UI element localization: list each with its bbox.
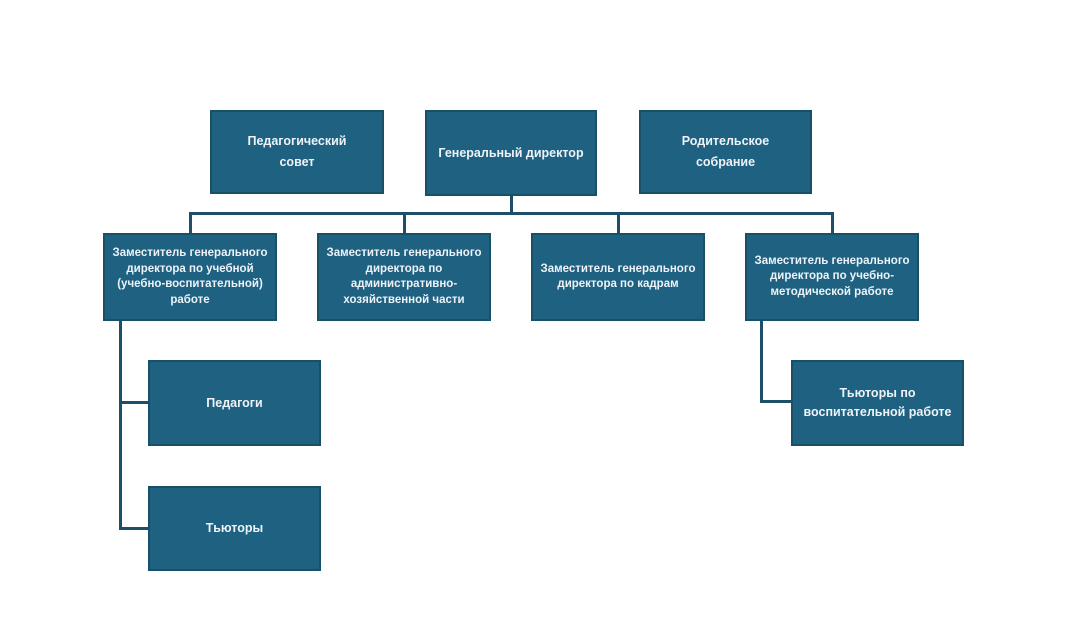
node-label: Заместитель генерального директора по уч… xyxy=(754,254,910,298)
connector-academic-branch-vertical xyxy=(118,321,122,530)
node-deputy-admin-maintenance[interactable]: Заместитель генерального директора по ад… xyxy=(317,233,491,321)
connector-drop-deputy-hr xyxy=(616,212,620,233)
node-tutors-upbringing[interactable]: Тьюторы по воспитательной работе xyxy=(791,360,964,446)
node-label: Тьюторы по воспитательной работе xyxy=(803,386,952,419)
node-parents-meeting[interactable]: Родительское собрание xyxy=(639,110,812,194)
node-general-director[interactable]: Генеральный директор xyxy=(425,110,597,196)
node-tutors[interactable]: Тьюторы xyxy=(148,486,321,571)
connector-stub-teachers xyxy=(118,400,149,404)
node-deputy-hr[interactable]: Заместитель генерального директора по ка… xyxy=(531,233,705,321)
connector-methodical-branch-vertical xyxy=(759,321,763,403)
connector-drop-deputy-methodical xyxy=(830,212,834,233)
node-label: Тьюторы xyxy=(205,521,264,535)
node-label: Генеральный директор xyxy=(438,145,584,160)
node-label: Педагоги xyxy=(206,395,263,410)
node-deputy-methodical-work[interactable]: Заместитель генерального директора по уч… xyxy=(745,233,919,321)
node-label: Заместитель генерального директора по ад… xyxy=(326,247,482,306)
node-deputy-academic-work[interactable]: Заместитель генерального директора по уч… xyxy=(103,233,277,321)
node-teachers[interactable]: Педагоги xyxy=(148,360,321,446)
node-label: Педагогический совет xyxy=(247,134,347,169)
connector-deputies-rail xyxy=(188,212,834,215)
connector-director-trunk xyxy=(509,196,513,215)
connector-stub-tutors-upbringing xyxy=(759,400,792,403)
node-label: Родительское собрание xyxy=(681,134,770,169)
connector-drop-deputy-academic xyxy=(188,212,192,233)
node-label: Заместитель генерального директора по уч… xyxy=(112,247,268,306)
node-label: Заместитель генерального директора по ка… xyxy=(540,262,696,291)
connector-drop-deputy-admin xyxy=(402,212,406,233)
connector-stub-tutors xyxy=(118,527,149,530)
node-pedagogical-council[interactable]: Педагогический совет xyxy=(210,110,384,194)
